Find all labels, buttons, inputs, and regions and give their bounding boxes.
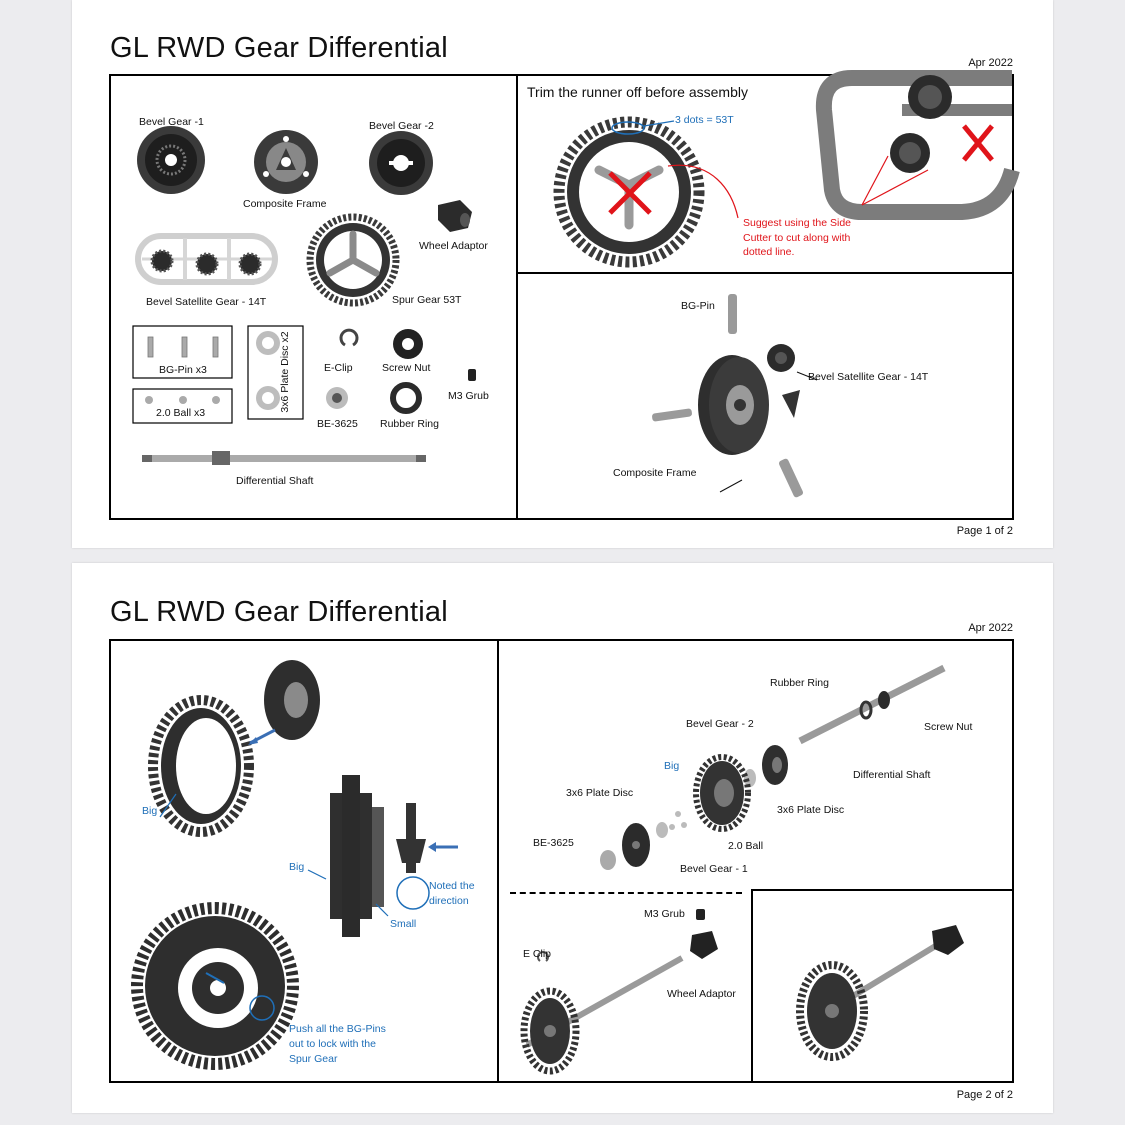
label-ex-bevel-gear-1: Bevel Gear - 1: [680, 863, 748, 875]
label-ex-be3625: BE-3625: [533, 837, 574, 849]
page-title: GL RWD Gear Differential: [110, 32, 448, 64]
bevel-gear-2-art: [369, 131, 433, 195]
noted-line-2: direction: [429, 895, 469, 907]
final-assembly-right-art: [796, 925, 964, 1061]
differential-shaft-art: [142, 451, 426, 465]
final-assembly-left-art: [520, 909, 718, 1075]
label-ex-bevel-gear-2: Bevel Gear - 2: [686, 718, 754, 730]
label-bevel-satellite: Bevel Satellite Gear - 14T: [146, 296, 267, 308]
label-plate-disc: 3x6 Plate Disc x2: [279, 331, 291, 413]
manual-page-1: GL RWD Gear Differential Apr 2022: [72, 0, 1053, 548]
label-asm-satellite: Bevel Satellite Gear - 14T: [808, 371, 929, 383]
page1-frame: [109, 74, 1014, 520]
label-be3625: BE-3625: [317, 418, 358, 430]
label-bevel-gear-1: Bevel Gear -1: [139, 116, 204, 128]
spur-gear-trim-art: [553, 116, 739, 268]
label-screw-nut: Screw Nut: [382, 362, 431, 374]
label-final-wheel-adaptor: Wheel Adaptor: [667, 988, 736, 1000]
label-asm-composite: Composite Frame: [613, 467, 697, 479]
page-number: Page 1 of 2: [956, 525, 1013, 537]
label-diff-shaft: Differential Shaft: [236, 475, 314, 487]
label-ex-rubber-ring: Rubber Ring: [770, 677, 829, 689]
label-final-m3-grub: M3 Grub: [644, 908, 685, 920]
label-small: Small: [390, 918, 417, 930]
noted-line-1: Noted the: [429, 880, 475, 892]
label-ex-diff-shaft: Differential Shaft: [853, 769, 931, 781]
page-number: Page 2 of 2: [956, 1089, 1013, 1101]
dashed-divider: [510, 892, 742, 894]
page2-frame: [109, 639, 1014, 1083]
label-composite-frame: Composite Frame: [243, 198, 327, 210]
divider: [516, 74, 518, 520]
spur-gear-face-art: [131, 902, 299, 1070]
label-rubber-ring: Rubber Ring: [380, 418, 439, 430]
trim-heading: Trim the runner off before assembly: [527, 84, 748, 100]
label-ex-ball: 2.0 Ball: [728, 840, 764, 852]
label-ex-plate-disc-b: 3x6 Plate Disc: [777, 804, 845, 816]
divider: [497, 639, 499, 1083]
label-m3-grub: M3 Grub: [448, 390, 489, 402]
label-e-clip: E-Clip: [324, 362, 353, 374]
dots-note: 3 dots = 53T: [675, 114, 734, 126]
page-title: GL RWD Gear Differential: [110, 596, 448, 628]
parts-illustration: [132, 70, 1020, 498]
side-view-stack-art: [307, 775, 458, 937]
suggest-line-1: Suggest using the Side: [743, 217, 851, 229]
suggest-line-3: dotted line.: [743, 246, 795, 258]
page-date: Apr 2022: [968, 622, 1013, 634]
label-final-e-clip: E Clip: [523, 948, 552, 960]
label-ball: 2.0 Ball x3: [156, 407, 206, 419]
label-big-1: Big: [142, 805, 158, 817]
label-ex-screw-nut: Screw Nut: [924, 721, 973, 733]
label-bg-pin: BG-Pin x3: [159, 364, 207, 376]
page-date: Apr 2022: [968, 57, 1013, 69]
exploded-shaft-art: [600, 664, 946, 870]
spur-gear-art: [306, 213, 400, 307]
label-asm-bg-pin: BG-Pin: [681, 300, 715, 312]
label-wheel-adaptor: Wheel Adaptor: [419, 240, 488, 252]
label-bevel-gear-2: Bevel Gear -2: [369, 120, 434, 132]
composite-frame-art: [254, 130, 318, 194]
divider: [751, 889, 1014, 891]
label-big-2: Big: [289, 861, 305, 873]
label-ex-big: Big: [664, 760, 680, 772]
push-line-2: out to lock with the: [289, 1038, 376, 1050]
runner-frame-art: [815, 70, 1020, 220]
frame-assembly-art: [652, 294, 818, 498]
divider: [516, 272, 1014, 274]
divider: [751, 889, 753, 1083]
label-spur-gear: Spur Gear 53T: [392, 294, 462, 306]
assembly-illustration: [131, 660, 964, 1075]
bevel-gear-1-art: [137, 126, 205, 194]
spur-frame-exploded-art: [148, 660, 320, 837]
satellite-runner-art: [135, 233, 278, 285]
suggest-line-2: Cutter to cut along with: [743, 232, 851, 244]
wheel-adaptor-art: [438, 200, 472, 232]
manual-page-2: GL RWD Gear Differential Apr 2022: [72, 563, 1053, 1113]
label-ex-plate-disc-a: 3x6 Plate Disc: [566, 787, 634, 799]
push-line-3: Spur Gear: [289, 1053, 338, 1065]
push-line-1: Push all the BG-Pins: [289, 1023, 386, 1035]
